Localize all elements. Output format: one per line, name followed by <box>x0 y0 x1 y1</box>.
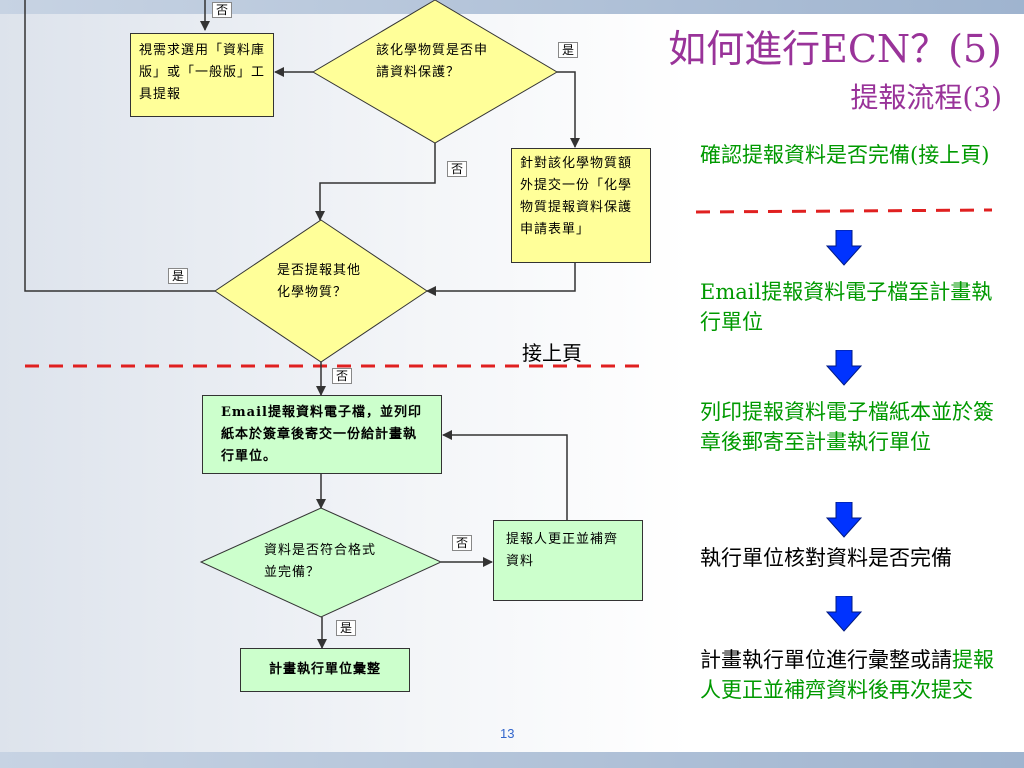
box-correct: 提報人更正並補齊資料 <box>493 520 643 601</box>
edge-form-to-other <box>426 263 576 296</box>
diamond-format <box>199 507 443 618</box>
page-number: 13 <box>500 726 515 741</box>
step-5-green-text: 提報人更正並補齊資料後再次提交 <box>700 648 994 702</box>
down-arrow-icon <box>826 230 862 266</box>
step-5-black-text: 計畫執行單位進行彙整或請 <box>700 648 952 672</box>
box-extra-form-text: 針對該化學物質額外提交一份「化學物質提報資料保護申請表單」 <box>520 156 633 237</box>
label-yes-format: 是 <box>336 620 357 636</box>
box-email-text: Email提報資料電子檔，並列印紙本於簽章後寄交一份給計畫執行單位。 <box>221 405 422 464</box>
diamond-format-text: 資料是否符合格式並完備？ <box>264 543 377 580</box>
diamond-other-chemical <box>214 219 428 363</box>
step-4: 執行單位核對資料是否完備 <box>700 546 952 570</box>
loop-line-left <box>24 0 215 292</box>
box-compile: 計畫執行單位彙整 <box>240 648 410 692</box>
top-decor-strip <box>0 0 1024 14</box>
box-email: Email提報資料電子檔，並列印紙本於簽章後寄交一份給計畫執行單位。 <box>202 395 442 474</box>
diamond-other-text: 是否提報其他化學物質？ <box>277 263 362 300</box>
slide-subtitle: 提報流程(3) <box>850 81 1002 114</box>
box-select-tool-text: 視需求選用「資料庫版」或「一般版」工具提報 <box>139 43 266 102</box>
label-top-no: 否 <box>212 2 233 18</box>
label-no-confidential: 否 <box>447 161 468 177</box>
box-extra-form: 針對該化學物質額外提交一份「化學物質提報資料保護申請表單」 <box>511 148 651 263</box>
step-2: Email提報資料電子檔至計畫執行單位 <box>700 280 993 334</box>
box-compile-text: 計畫執行單位彙整 <box>268 662 381 677</box>
diamond-confidential-text: 該化學物質是否申請資料保護？ <box>376 43 489 80</box>
continued-label: 接上頁 <box>522 341 582 365</box>
edge-correct-back <box>442 430 568 520</box>
diamond-confidential <box>312 0 558 144</box>
step-5: 計畫執行單位進行彙整或請提報人更正並補齊資料後再次提交 <box>700 645 1000 705</box>
edge-confidential-yes <box>557 71 580 148</box>
step-1: 確認提報資料是否完備(接上頁) <box>700 143 990 167</box>
down-arrow-icon <box>826 350 862 386</box>
down-arrow-icon <box>826 502 862 538</box>
label-yes-confidential: 是 <box>558 42 579 58</box>
label-no-format: 否 <box>452 535 473 551</box>
label-no-other: 否 <box>332 368 353 384</box>
box-select-tool: 視需求選用「資料庫版」或「一般版」工具提報 <box>130 33 274 117</box>
label-yes-other: 是 <box>168 268 189 284</box>
edge-confidential-no <box>315 143 436 221</box>
down-arrow-icon <box>826 596 862 632</box>
box-correct-text: 提報人更正並補齊資料 <box>506 532 619 569</box>
bottom-decor-strip <box>0 752 1024 768</box>
dashed-separator-right <box>695 208 993 214</box>
slide-title: 如何進行ECN？(5) <box>668 27 1002 71</box>
step-3: 列印提報資料電子檔紙本並於簽章後郵寄至計畫執行單位 <box>700 400 994 454</box>
